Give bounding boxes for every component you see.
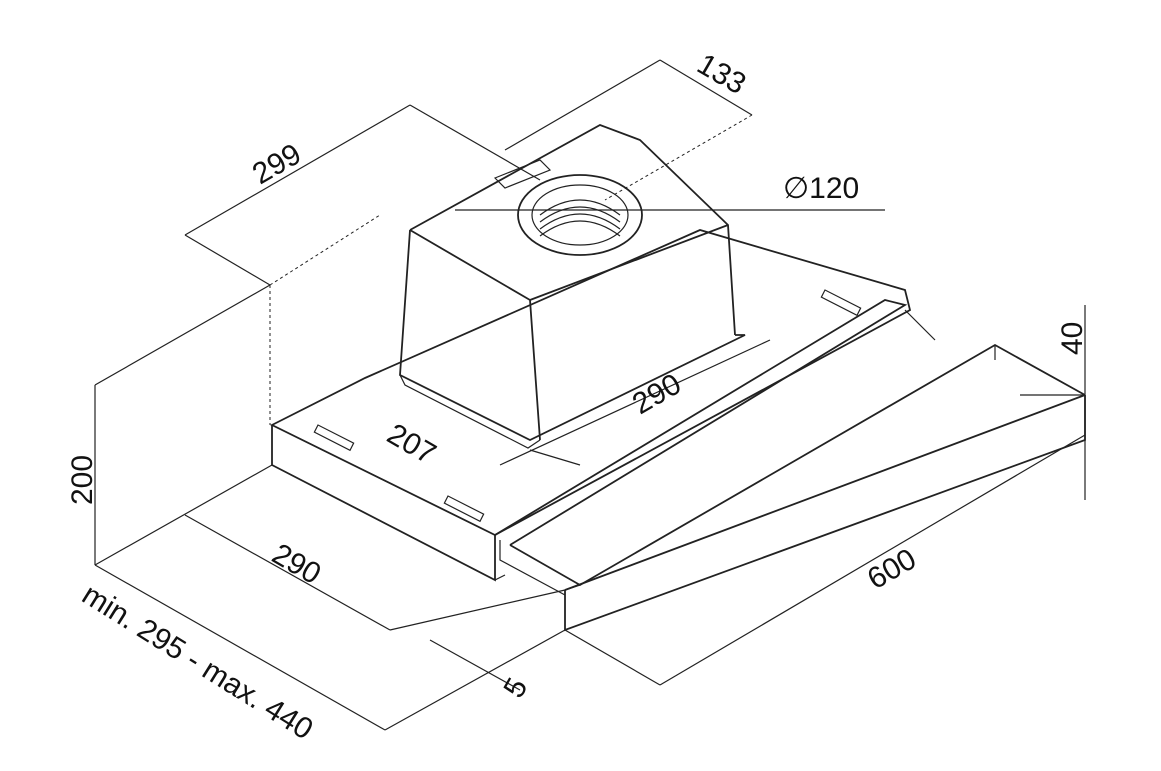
dim-200: 200 [66, 455, 99, 505]
dimension-lines [94, 59, 1086, 731]
dim-600: 600 [862, 542, 922, 596]
dim-diameter-120: ∅120 [783, 172, 859, 205]
dim-40: 40 [1056, 322, 1089, 355]
dim-299: 299 [247, 137, 307, 191]
hood-body [269, 229, 912, 582]
dim-133: 133 [692, 47, 752, 101]
motor-housing [399, 124, 746, 449]
dim-extension-range: min. 295 - max. 440 [76, 578, 318, 746]
sliding-front [494, 299, 1086, 632]
fan-grille-icon [539, 199, 621, 237]
dim-290-top: 290 [627, 367, 687, 421]
dim-207: 207 [382, 417, 442, 471]
dim-290-depth: 290 [267, 537, 327, 591]
dim-5: 5 [497, 673, 534, 704]
